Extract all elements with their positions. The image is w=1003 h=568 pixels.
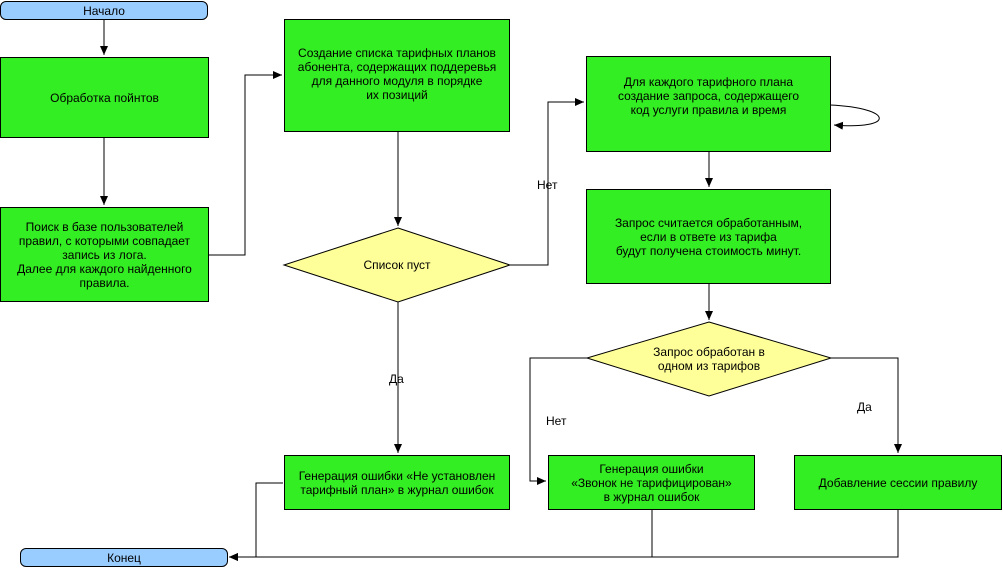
edge-error-to-end [229, 482, 283, 561]
per-plan-node: Для каждого тарифного плана создание зап… [586, 56, 831, 152]
edge-decision-no-to-per-plan [510, 98, 584, 266]
edge-label-processed-no: Нет [546, 414, 567, 428]
add-session-node: Добавление сессии правилу [794, 455, 1002, 510]
edge-search-to-create-list [209, 71, 282, 256]
start-node: Начало [0, 1, 208, 20]
edge-decision2-no-to-error [529, 357, 587, 485]
error-no-plan-node: Генерация ошибки «Не установлен тарифный… [284, 455, 510, 510]
create-list-node: Создание списка тарифных планов абонента… [284, 19, 510, 132]
edge-per-plan-loop [829, 104, 880, 130]
decision-list-empty-label: Список пуст [363, 258, 431, 272]
process-points-node: Обработка пойнтов [0, 57, 209, 138]
error-not-billed-node: Генерация ошибки «Звонок не тарифицирова… [548, 455, 755, 510]
decision-processed-label: Запрос обработан в одном из тарифов [653, 345, 765, 373]
search-rules-node: Поиск в базе пользователей правил, с кот… [0, 207, 209, 302]
decision-processed-shape [585, 321, 833, 397]
end-node: Конец [20, 548, 228, 567]
decision-list-empty-shape [282, 227, 512, 303]
edge-label-list-empty-yes: Да [389, 372, 404, 386]
edge-decision2-yes-to-add-session [831, 357, 902, 453]
edge-label-list-empty-no: Нет [537, 178, 558, 192]
request-processed-node: Запрос считается обработанным, если в от… [586, 189, 831, 284]
edge-add-session-to-end [229, 510, 899, 561]
edge-label-processed-yes: Да [857, 400, 872, 414]
